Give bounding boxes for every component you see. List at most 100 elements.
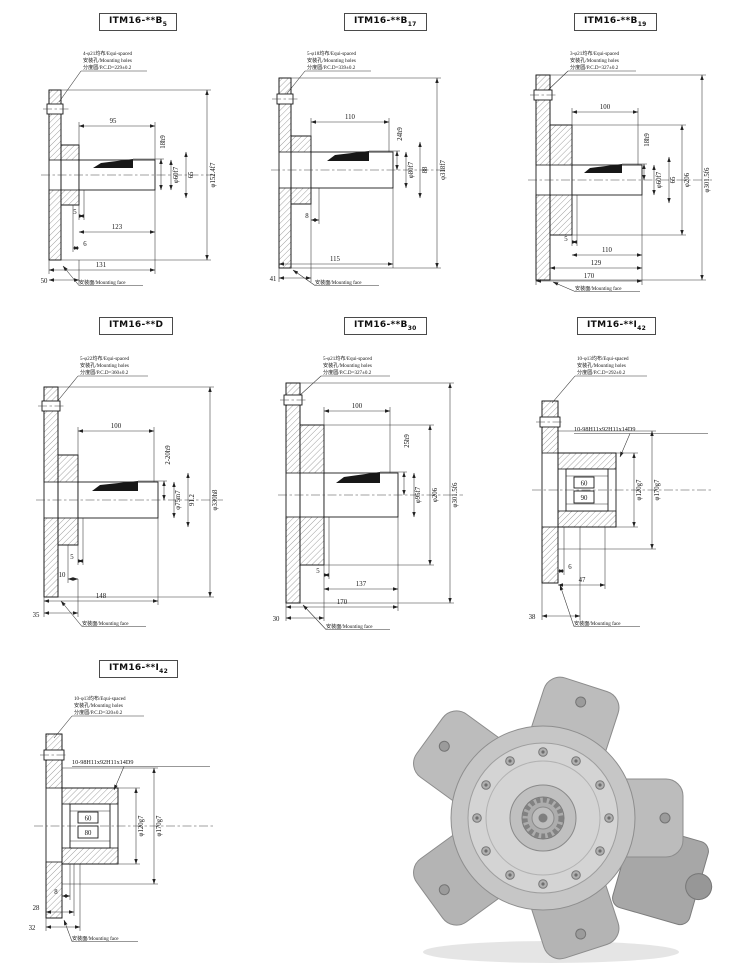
mounting-face-label: 安装面/Mounting face <box>82 620 129 627</box>
mounting-face-label: 安装面/Mounting face <box>72 935 119 942</box>
spline-spec: 10-98H11x92H11x14D9 <box>574 426 635 433</box>
dim-l4: 131 <box>96 262 106 269</box>
dim-l1: 5 <box>73 209 77 216</box>
note-line: 分度圆/P.C.D=327±0.2 <box>570 64 619 71</box>
note-callout: 4-φ21均布/Equi-spaced 安装孔/Mounting holes 分… <box>58 50 147 103</box>
note-line: 安装孔/Mounting holes <box>80 362 129 369</box>
dim-key-length: 100 <box>111 423 122 430</box>
dim-flange-dia: φ330h8 <box>212 489 219 511</box>
note-callout: 10-φ13均布/Equi-spaced 安装孔/Mounting holes … <box>53 695 144 739</box>
spline-callout: 10-98H11x92H11x14D9 <box>72 759 210 791</box>
dim-l2: 137 <box>356 581 367 588</box>
dimensions: 60 80 φ120g7 φ170g7 8 28 32 <box>29 767 163 932</box>
spline-callout: 10-98H11x92H11x14D9 <box>574 426 708 458</box>
dim-width: 38 <box>529 614 536 621</box>
dim-l1: 5 <box>564 236 568 243</box>
note-line: 5-φ22均布/Equi-spaced <box>80 355 130 362</box>
mounting-face-label: 安装面/Mounting face <box>315 279 362 286</box>
dim-width: 32 <box>29 925 36 932</box>
note-line: 分度圆/P.C.D=360±0.2 <box>80 369 129 376</box>
dim-spigot-dia: φ170g7 <box>654 479 661 501</box>
panel-title-i42b: ITM16-**I42 <box>99 660 179 678</box>
title-text: ITM16-**B <box>354 16 408 26</box>
note-line: 10-φ13均布/Equi-spaced <box>577 355 629 362</box>
title-text: ITM16-**B <box>584 16 638 26</box>
note-callout: 10-φ13均布/Equi-spaced 安装孔/Mounting holes … <box>551 355 647 404</box>
mounting-face-callout: 安装面/Mounting face <box>552 281 640 292</box>
dim-shaft-dia: φ60f7 <box>656 171 663 188</box>
note-line: 10-φ13均布/Equi-spaced <box>74 695 126 702</box>
note-line: 分度圆/P.C.D=229±0.2 <box>83 64 132 71</box>
mounting-face-callout: 安装面/Mounting face <box>60 600 146 627</box>
motor-photo <box>413 676 713 963</box>
dim-l1: 6 <box>568 564 572 571</box>
panel-title-b17: ITM16-**B17 <box>344 13 427 31</box>
panel-title-i42a: ITM16-**I42 <box>577 317 657 335</box>
dim-width: 35 <box>33 612 40 619</box>
dimensions: 95 18h9 φ60f7 65 φ152.4f7 5 123 6 131 50 <box>41 89 217 285</box>
dim-l3: 6 <box>83 241 87 248</box>
note-line: 分度圆/P.C.D=327±0.2 <box>323 369 372 376</box>
note-callout: 5-φ18均布/Equi-spaced 安装孔/Mounting holes 分… <box>284 50 371 97</box>
note-line: 安装孔/Mounting holes <box>307 57 356 64</box>
mounting-face-label: 安装面/Mounting face <box>574 620 621 627</box>
dimensions: 100 18h9 φ60f7 65 φ206 φ301.5f6 5 110 12… <box>535 74 711 285</box>
dim-l1: 8 <box>54 889 58 896</box>
shaft-section <box>278 472 463 518</box>
note-line: 分度圆/P.C.D=320±0.2 <box>74 709 123 716</box>
dim-width: 50 <box>41 278 48 285</box>
drawing-b17: 5-φ18均布/Equi-spaced 安装孔/Mounting holes 分… <box>270 50 447 286</box>
dim-l2: 123 <box>112 224 123 231</box>
drawing-i42-upper: 10-φ13均布/Equi-spaced 安装孔/Mounting holes … <box>529 355 712 627</box>
title-sub: 42 <box>637 324 647 332</box>
note-line: 安装孔/Mounting holes <box>83 57 132 64</box>
drawing-b30: 5-φ21均布/Equi-spaced 安装孔/Mounting holes 分… <box>273 355 463 630</box>
dim-l1: 5 <box>70 554 74 561</box>
dimensions: 100 25h9 φ95f7 φ206 φ301.5f6 5 137 170 3… <box>273 382 459 623</box>
shaft-section <box>528 164 712 196</box>
dim-l2: 110 <box>602 247 613 254</box>
title-sub: 30 <box>407 324 417 332</box>
dim-l3: 148 <box>96 593 107 600</box>
note-line: 分度圆/P.C.D=292±0.2 <box>577 369 626 376</box>
note-line: 安装孔/Mounting holes <box>570 57 619 64</box>
title-text: ITM16-**D <box>109 320 164 330</box>
mounting-face-callout: 安装面/Mounting face <box>62 265 143 286</box>
dim-l4: 170 <box>584 273 595 280</box>
mounting-face-callout: 安装面/Mounting face <box>292 269 379 286</box>
drawing-b5: 4-φ21均布/Equi-spaced 安装孔/Mounting holes 分… <box>41 50 217 286</box>
dim-width: 41 <box>270 276 277 283</box>
drawing-d: 5-φ22均布/Equi-spaced 安装孔/Mounting holes 分… <box>33 355 223 627</box>
dim-l2: 115 <box>330 256 341 263</box>
shaft-section <box>36 481 223 519</box>
dim-shaft-dia: φ60f7 <box>173 166 180 183</box>
dim-key-length: 95 <box>110 118 117 125</box>
dim-l2: 47 <box>579 577 586 584</box>
mounting-face-label: 安装面/Mounting face <box>575 285 622 292</box>
dim-flange-dia: φ301.5f6 <box>452 482 459 507</box>
note-line: 安装孔/Mounting holes <box>577 362 626 369</box>
dim-spline-major: 90 <box>581 495 588 502</box>
note-line: 安装孔/Mounting holes <box>74 702 123 709</box>
drawing-i42-lower: 10-φ13均布/Equi-spaced 安装孔/Mounting holes … <box>29 695 214 942</box>
shaft-section <box>41 159 217 191</box>
dim-spline-minor: 60 <box>85 816 92 823</box>
dim-spline-major: 80 <box>85 830 92 837</box>
dim-hub-dia: φ206 <box>684 172 691 187</box>
flange-section <box>536 400 564 584</box>
splined-shaft <box>509 784 577 852</box>
mounting-face-label: 安装面/Mounting face <box>326 623 373 630</box>
dim-flat: 65 <box>188 171 195 178</box>
dim-l2: 28 <box>33 905 40 912</box>
dim-hub-dia: φ206 <box>432 487 439 502</box>
dim-l3: 170 <box>337 599 348 606</box>
flange-section <box>530 74 573 281</box>
title-text: ITM16-**I <box>109 663 160 673</box>
flange-section <box>38 386 79 598</box>
note-line: 5-φ21均布/Equi-spaced <box>323 355 373 362</box>
dim-spigot-dia: φ170g7 <box>156 815 163 837</box>
dim-key-length: 100 <box>352 403 363 410</box>
note-line: 分度圆/P.C.D=339±0.2 <box>307 64 356 71</box>
title-sub: 19 <box>637 20 647 28</box>
dimensions: 110 24h9 φ80f7 88 φ318f7 8 115 41 <box>270 77 447 283</box>
